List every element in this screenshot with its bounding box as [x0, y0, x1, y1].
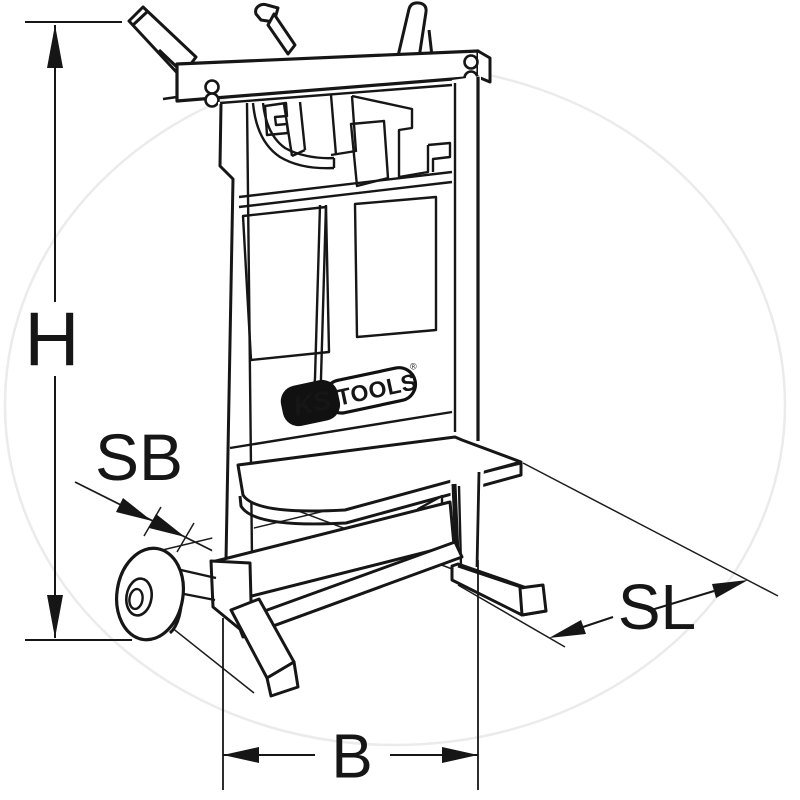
right-post	[452, 76, 481, 444]
h-arrow-up-icon	[47, 25, 63, 68]
bolt-hole	[204, 92, 220, 108]
inner-top-edge	[219, 83, 453, 105]
sl-leader-upper	[647, 590, 715, 612]
shelf	[236, 435, 523, 526]
sl-leader-lower	[582, 616, 614, 628]
right-handle	[396, 1, 428, 60]
base-frame	[209, 500, 548, 698]
ks-tools-logo: KS TOOLS ®	[280, 361, 419, 427]
cart-drawing: KS TOOLS ®	[115, 1, 548, 698]
top-bar-end-cap	[477, 49, 492, 84]
left-post-outer-edge	[218, 103, 235, 561]
sl-arrow-icon	[712, 580, 748, 598]
b-arrow-right-icon	[442, 747, 478, 763]
left-handle-chamfer	[130, 9, 150, 28]
b-label: B	[331, 723, 372, 792]
right-leg-edge	[457, 564, 525, 590]
upper-right-notch	[427, 141, 452, 172]
ground-line	[170, 626, 255, 694]
sl-extension-line-upper	[522, 462, 779, 597]
bolt-hole	[463, 54, 479, 70]
upper-right-bracket	[351, 94, 430, 179]
wheel	[115, 546, 217, 642]
watermark-circle	[3, 63, 787, 747]
dimension-b: B	[222, 560, 479, 792]
dimension-sl: SL	[549, 571, 748, 643]
mid-right-window	[353, 195, 438, 339]
sb-label: SB	[95, 420, 183, 494]
crossbar	[238, 170, 453, 209]
wheel-axle	[128, 587, 144, 611]
sl-extension-line-lower	[457, 584, 566, 648]
top-bar	[162, 49, 492, 108]
frame-inner-details	[219, 83, 453, 450]
shelf-thickness	[238, 462, 523, 526]
panel-bottom-edge	[229, 410, 453, 450]
curve-slot-outer	[251, 102, 335, 170]
dimension-h: H	[25, 21, 132, 641]
dimension-sb: SB	[95, 420, 185, 537]
ks-capsule	[280, 379, 341, 427]
sb-arrow-icon	[149, 514, 185, 537]
h-label: H	[25, 298, 80, 383]
center-handle-shaft	[266, 12, 297, 56]
sl-label: SL	[618, 571, 696, 643]
sb-arrow-icon	[116, 498, 152, 521]
left-handle	[127, 5, 198, 79]
mid-left-window	[241, 205, 331, 362]
sb-tick	[176, 522, 195, 553]
support-rod	[313, 204, 328, 379]
top-bar-tab	[162, 95, 178, 101]
logo-registered-mark: ®	[409, 361, 418, 372]
b-arrow-left-icon	[223, 747, 259, 763]
column-edge	[475, 471, 481, 568]
curve-slot-inner	[261, 102, 335, 160]
left-foot-cube	[265, 660, 300, 698]
sl-arrow-icon	[549, 620, 586, 638]
axle-fork	[180, 568, 217, 602]
upper-right-window	[349, 119, 390, 188]
f-cutout	[263, 101, 290, 137]
handles	[127, 1, 434, 79]
h-arrow-down-icon	[47, 595, 63, 638]
right-foot-cube	[518, 583, 548, 617]
right-post-fill	[452, 76, 481, 444]
handle-bracket	[282, 101, 307, 158]
bolt-hole	[204, 79, 220, 95]
dimensions: H SB SL B	[25, 21, 748, 792]
